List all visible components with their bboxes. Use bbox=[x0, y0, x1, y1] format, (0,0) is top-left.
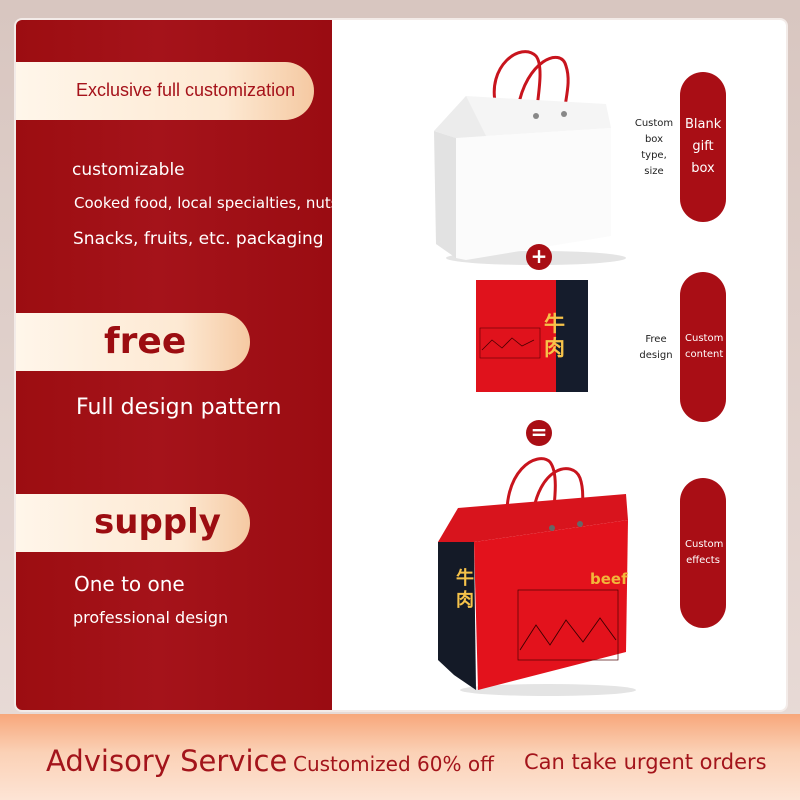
customizable-text: customizable bbox=[72, 160, 185, 180]
badge-supply-label: supply bbox=[94, 502, 221, 542]
discount-text: Customized 60% off bbox=[293, 752, 494, 776]
beef-label: beef bbox=[590, 570, 628, 588]
design-pattern-text: Full design pattern bbox=[76, 395, 282, 420]
blank-gift-box-image bbox=[434, 50, 626, 265]
bottom-banner: Advisory Service Customized 60% off Can … bbox=[0, 714, 800, 800]
blank-gift-box-pill: Blank gift box bbox=[680, 72, 726, 222]
left-panel: Exclusive full customization customizabl… bbox=[16, 20, 339, 710]
snacks-text: Snacks, fruits, etc. packaging bbox=[73, 229, 324, 249]
custom-box-label: Custom box type, size bbox=[634, 118, 674, 177]
custom-effects-pill: Custom effects bbox=[680, 478, 726, 628]
equal-icon: = bbox=[526, 420, 552, 446]
design-pattern-image bbox=[476, 280, 588, 392]
advisory-service-text: Advisory Service bbox=[46, 744, 288, 778]
badge-free-label: free bbox=[104, 321, 187, 362]
urgent-orders-text: Can take urgent orders bbox=[524, 750, 767, 774]
plus-icon: + bbox=[526, 244, 552, 270]
professional-design-text: professional design bbox=[73, 608, 229, 627]
finished-box-image bbox=[438, 457, 636, 696]
custom-content-pill: Custom content bbox=[680, 272, 726, 422]
badge-customization-label: Exclusive full customization bbox=[76, 80, 296, 100]
food-types-text: Cooked food, local specialties, nuts bbox=[74, 194, 339, 212]
main-card: Exclusive full customization customizabl… bbox=[16, 20, 786, 710]
one-to-one-text: One to one bbox=[74, 572, 185, 596]
custom-effects-label: Custom effects bbox=[685, 539, 724, 566]
badge-customization: Exclusive full customization bbox=[16, 62, 314, 120]
badge-supply: supply bbox=[16, 494, 250, 552]
free-design-label: Free design bbox=[639, 334, 673, 361]
custom-content-label: Custom content bbox=[685, 333, 724, 360]
badge-free: free bbox=[16, 313, 250, 371]
design-card-glyph: 牛肉 bbox=[544, 312, 565, 360]
blank-gift-box-label: Blank gift box bbox=[685, 117, 722, 176]
finished-box-glyph: 牛肉 bbox=[456, 568, 474, 611]
